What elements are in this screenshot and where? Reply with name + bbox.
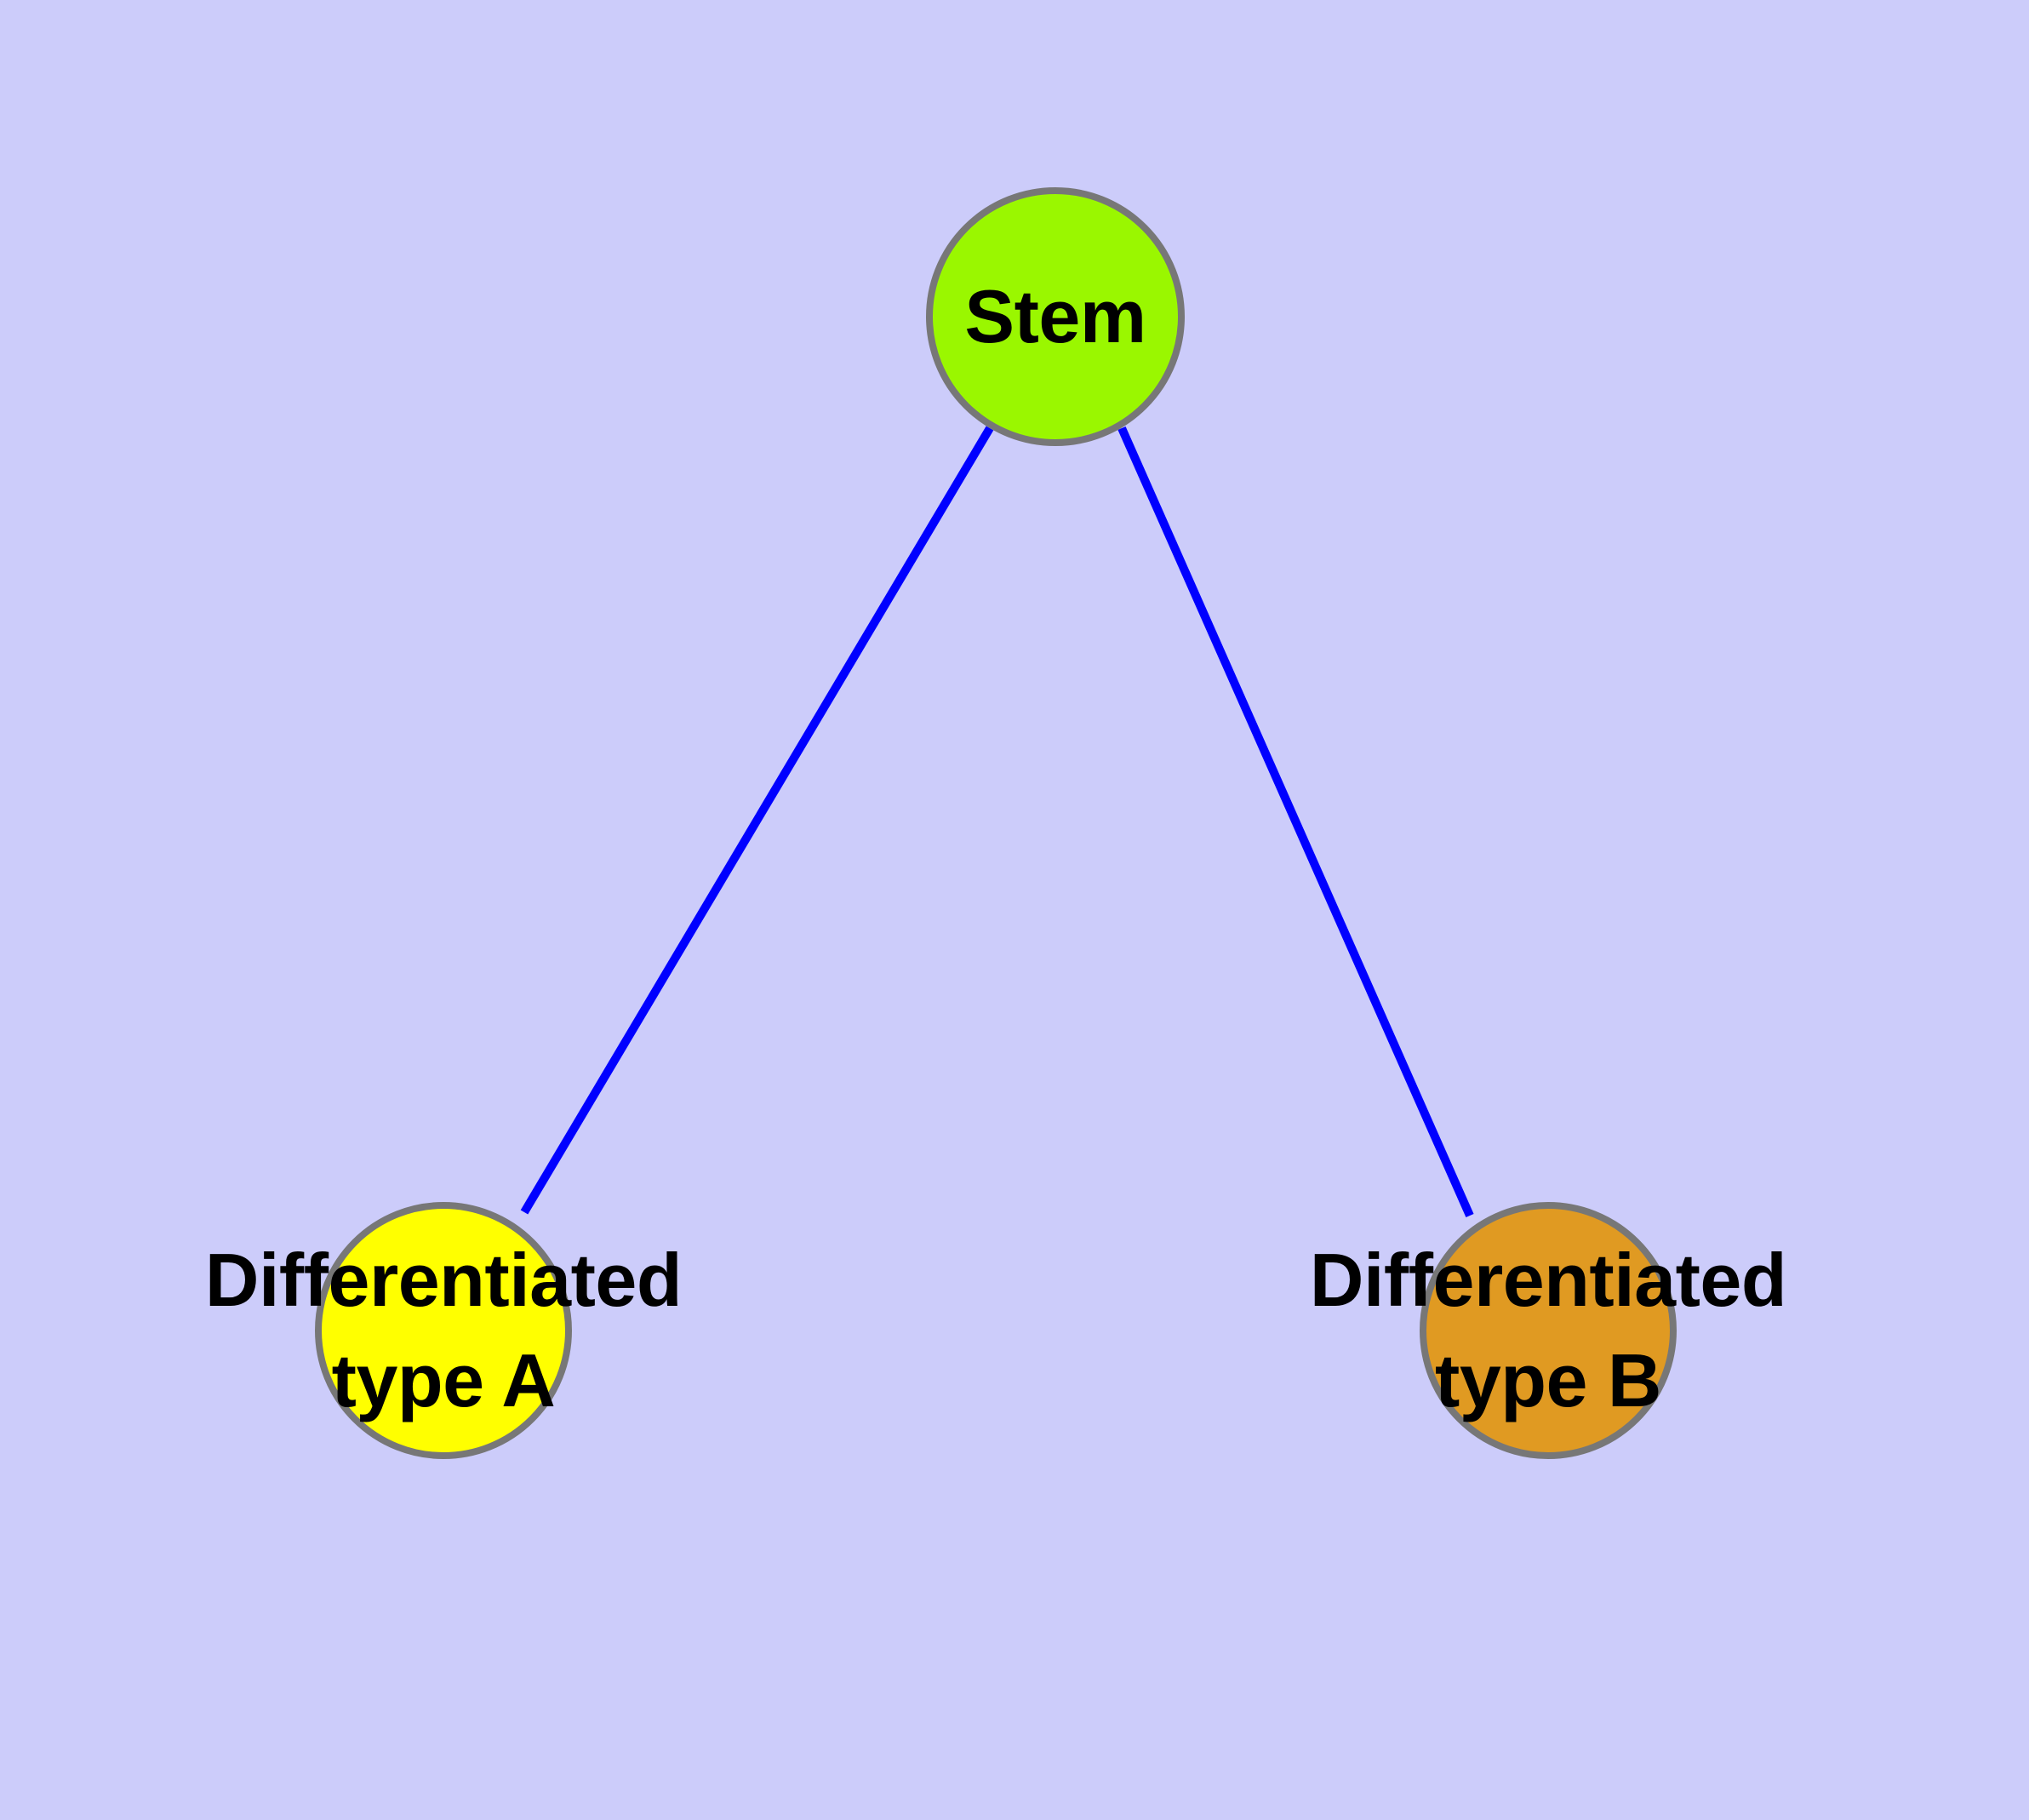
node-differentiated-type-b[interactable]: Differentiated type B [1310,1202,1787,1459]
node-stem-label: Stem [964,274,1146,358]
node-stem[interactable]: Stem [926,187,1185,446]
edge-stem-to-differentiated-type-b[interactable] [1117,426,1474,1218]
node-differentiated-type-a[interactable]: Differentiated type A [205,1202,683,1459]
edge-stem-to-differentiated-type-a[interactable] [520,426,994,1215]
